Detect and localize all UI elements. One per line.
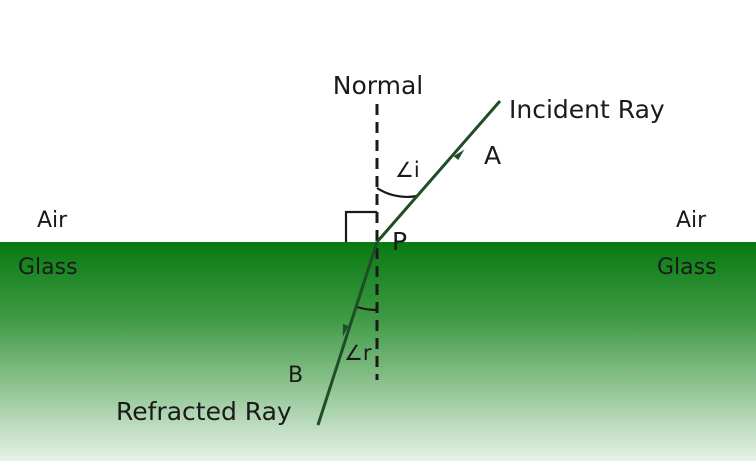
glass-left-label: Glass (18, 255, 78, 280)
glass-right-label: Glass (657, 255, 717, 280)
incident-ray-label: Incident Ray (509, 95, 665, 124)
air-left-label: Air (37, 208, 68, 233)
right-angle-marker (344, 210, 377, 242)
angle-i-label: ∠i (395, 158, 420, 182)
point-b-label: B (288, 363, 303, 388)
incident-ray-line (375, 100, 502, 243)
refracted-ray-label: Refracted Ray (116, 397, 292, 426)
angle-i-arc (376, 187, 418, 198)
point-a-label: A (484, 141, 501, 170)
angle-r-label: ∠r (344, 341, 372, 365)
refracted-ray-line (316, 241, 379, 426)
incident-ray-arrow (453, 149, 465, 160)
air-right-label: Air (676, 208, 707, 233)
normal-label: Normal (333, 71, 423, 100)
refracted-ray-arrow (342, 324, 349, 337)
point-p-label: P (392, 227, 407, 256)
glass-region (0, 242, 756, 461)
